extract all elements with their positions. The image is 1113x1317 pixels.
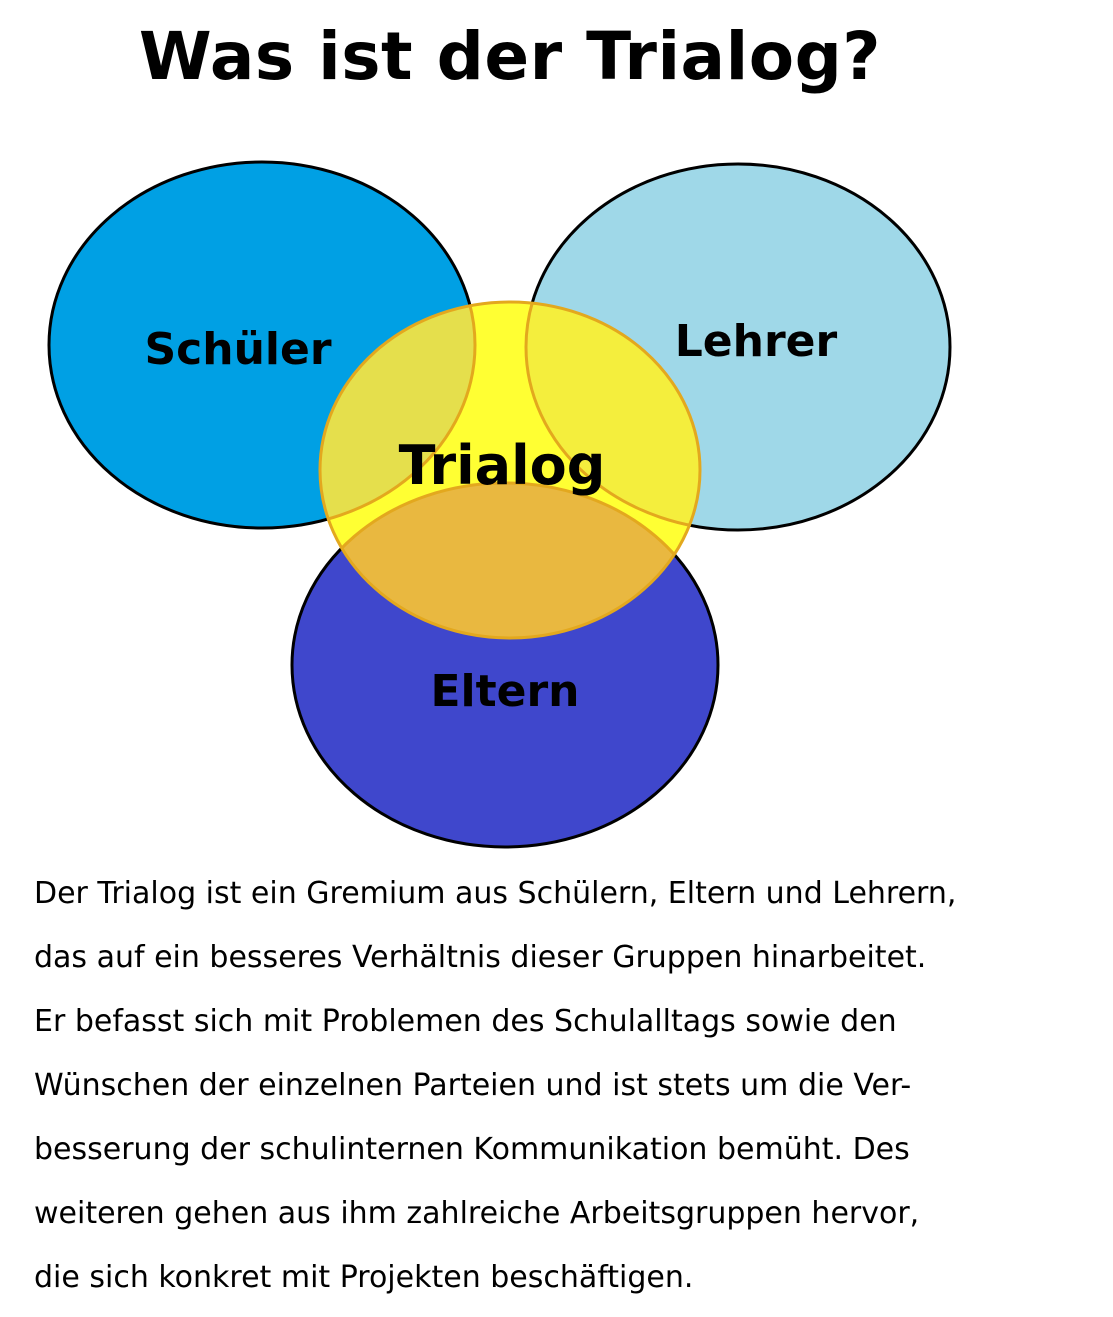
description-line: weiteren gehen aus ihm zahlreiche Arbeit… [34, 1196, 920, 1231]
description-line: besserung der schulinternen Kommunikatio… [34, 1132, 910, 1167]
trialog-circle-outline [318, 300, 702, 640]
lehrer-overlap [526, 302, 700, 530]
eltern-arc [320, 481, 700, 638]
description-line: Wünschen der einzelnen Parteien und ist … [34, 1068, 912, 1103]
description-line: die sich konkret mit Projekten beschäfti… [34, 1260, 694, 1295]
schueler-overlap [320, 302, 475, 528]
description-line: Er befasst sich mit Problemen des Schula… [34, 1004, 897, 1039]
trialog-venn-diagram: Schüler Lehrer Trialog Eltern [47, 160, 952, 849]
eltern-label: Eltern [430, 666, 579, 717]
trialog-label: Trialog [399, 434, 606, 497]
lehrer-arc [524, 302, 700, 532]
description-line: das auf ein besseres Verhältnis dieser G… [34, 940, 927, 975]
schueler-label: Schüler [144, 324, 331, 375]
lehrer-label: Lehrer [675, 316, 838, 367]
description-paragraph: Der Trialog ist ein Gremium aus Schülern… [34, 862, 1104, 1310]
schueler-arc [320, 302, 477, 530]
eltern-overlap [320, 483, 700, 638]
description-line: Der Trialog ist ein Gremium aus Schülern… [34, 876, 957, 911]
page-title: Was ist der Trialog? [138, 18, 882, 95]
